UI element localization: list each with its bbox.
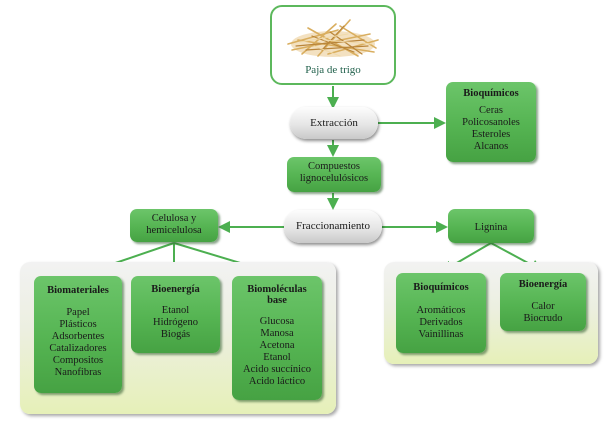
lignin-node: Lignina <box>448 209 534 243</box>
biomateriales-box: Biomateriales Papel Plásticos Adsorbente… <box>34 276 122 393</box>
cellulose-label-2: hemicelulosa <box>146 225 202 236</box>
lignocellulosic-label-1: Compuestos <box>308 161 360 172</box>
wheat-straw-image <box>287 19 379 57</box>
lignocellulosic-label-2: lignocelulósicos <box>299 173 369 184</box>
extraction-bioquimicos-box: Bioquímicos Ceras Policosanoles Esterole… <box>446 82 536 162</box>
source-label: Paja de trigo <box>305 64 361 76</box>
cellulose-bioenergia-item: Hidrógeno <box>153 317 198 328</box>
biomateriales-item: Papel <box>66 307 90 318</box>
lignin-bioquimicos-title: Bioquímicos <box>413 282 469 293</box>
lignin-bioquimicos-item: Derivados <box>419 317 463 328</box>
cellulose-bioenergia-item: Etanol <box>161 305 190 316</box>
cellulose-bioenergia-box: Bioenergía Etanol Hidrógeno Biogás <box>131 276 220 353</box>
biomoleculas-title-2: base <box>267 295 287 306</box>
biomoleculas-title-1: Biomoléculas <box>247 284 307 295</box>
lignin-bioquimicos-box: Bioquímicos Aromáticos Derivados Vainill… <box>396 273 486 353</box>
cellulose-bioenergia-title: Bioenergía <box>151 284 200 295</box>
biomoleculas-item: Manosa <box>260 328 294 339</box>
lignin-bioenergia-title: Bioenergía <box>518 279 568 290</box>
biomateriales-item: Adsorbentes <box>51 331 105 342</box>
biomoleculas-item: Acetona <box>259 340 295 351</box>
extraction-item: Ceras <box>479 105 503 116</box>
extraction-label: Extracción <box>310 117 358 129</box>
biomateriales-item: Compositos <box>52 355 104 366</box>
cellulose-label-1: Celulosa y <box>151 213 197 224</box>
biomateriales-item: Plásticos <box>59 319 97 330</box>
source-node: Paja de trigo <box>270 5 396 85</box>
lignin-bioenergia-box: Bioenergía Calor Biocrudo <box>500 273 586 331</box>
biomateriales-item: Catalizadores <box>49 343 107 354</box>
biomateriales-title: Biomateriales <box>47 285 109 296</box>
biomoleculas-item: Glucosa <box>259 316 295 327</box>
lignin-bioenergia-item: Biocrudo <box>523 313 563 324</box>
biomoleculas-item: Acido láctico <box>248 376 306 387</box>
extraction-item: Alcanos <box>473 141 509 152</box>
biomoleculas-item: Acido succínico <box>243 364 311 375</box>
lignin-bioquimicos-item: Vainillinas <box>418 329 464 340</box>
lignocellulosic-node: Compuestos lignocelulósicos <box>287 157 381 192</box>
extraction-bioquimicos-title: Bioquímicos <box>463 88 519 99</box>
extraction-item: Policosanoles <box>462 117 520 128</box>
lignin-bioenergia-item: Calor <box>531 301 555 312</box>
cellulose-bioenergia-item: Biogás <box>160 329 191 340</box>
biomoleculas-box: Biomoléculas base Glucosa Manosa Acetona… <box>232 276 322 400</box>
cellulose-node: Celulosa y hemicelulosa <box>130 209 218 242</box>
lignin-label: Lignina <box>474 222 508 233</box>
extraction-item: Esteroles <box>471 129 511 140</box>
biomoleculas-item: Etanol <box>263 352 291 363</box>
lignin-bioquimicos-item: Aromáticos <box>416 305 466 316</box>
biomateriales-item: Nanofibras <box>54 367 102 378</box>
fractionation-node: Fraccionamiento <box>284 210 382 243</box>
extraction-node: Extracción <box>290 107 378 139</box>
fractionation-label: Fraccionamiento <box>296 220 370 232</box>
